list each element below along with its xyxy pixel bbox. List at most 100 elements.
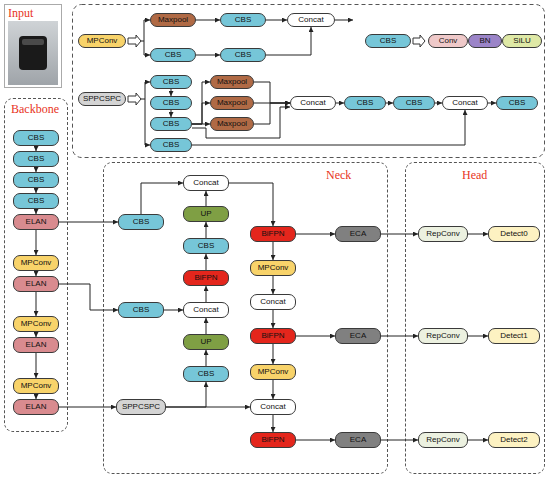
flow-arrow: [206, 254, 207, 270]
mpconv-block: MPConv: [13, 378, 59, 394]
block-label: BiFPN: [194, 274, 217, 282]
flow-arrow: [336, 103, 344, 104]
repconv-block: RepConv: [418, 432, 468, 448]
block-label: CBS: [28, 134, 44, 142]
flow-arrow: [166, 407, 250, 408]
cbs-block: CBS: [365, 34, 411, 48]
cbs-block: CBS: [183, 238, 229, 254]
flow-arrow: [381, 336, 418, 337]
input-panel: Input: [4, 4, 62, 88]
flow-arrow: [435, 103, 442, 104]
cbs-block: CBS: [150, 117, 192, 131]
block-label: ELAN: [26, 280, 47, 288]
flow-arrow: [59, 222, 118, 223]
flow-arrow: [36, 188, 37, 193]
flow-arrow: [192, 82, 210, 124]
block-label: CBS: [163, 120, 179, 128]
group-frame: BackboneCBSCBSCBSCBSELANMPConvELANMPConv…: [4, 98, 68, 432]
flow-arrow: [192, 110, 465, 145]
block-label: BiFPN: [261, 436, 284, 444]
elan-block: ELAN: [13, 337, 59, 353]
cbs-block: CBS: [118, 214, 164, 230]
block-label: Detect0: [500, 230, 528, 238]
silu-block: SiLU: [502, 34, 542, 48]
cbs-block: CBS: [118, 302, 164, 318]
group-title: Head: [462, 169, 487, 181]
block-label: RepConv: [426, 332, 459, 340]
input-photo: [8, 21, 58, 85]
block-label: CBS: [380, 37, 396, 45]
block-label: Maxpool: [217, 99, 247, 107]
block-label: CBS: [406, 99, 422, 107]
maxpool-block: Maxpool: [210, 75, 254, 89]
elan-block: ELAN: [13, 214, 59, 230]
block-label: SPPCSPC: [122, 403, 160, 411]
mpconv-block: MPConv: [13, 255, 59, 271]
block-label: BN: [479, 37, 490, 45]
cbs-block: CBS: [150, 96, 192, 110]
group-frame: HeadRepConvDetect0RepConvDetect1RepConvD…: [405, 162, 545, 474]
mpconv-block: MPConv: [78, 34, 126, 48]
block-label: CBS: [133, 218, 149, 226]
flow-arrow: [468, 234, 488, 235]
upsample-block: UP: [183, 334, 229, 350]
cbs-block: CBS: [13, 130, 59, 146]
flow-arrow: [36, 230, 37, 255]
block-label: Maxpool: [217, 78, 247, 86]
branch-line: [144, 20, 145, 55]
maxpool-block: Maxpool: [210, 96, 254, 110]
flow-arrow: [59, 407, 116, 408]
block-label: MPConv: [258, 368, 289, 376]
flow-arrow: [171, 89, 172, 96]
sppcspc-block: SPPCSPC: [116, 399, 166, 415]
block-label: UP: [200, 338, 211, 346]
maxpool-block: Maxpool: [210, 117, 254, 131]
flow-arrow: [196, 55, 220, 56]
cbs-block: CBS: [150, 48, 196, 62]
concat-block: Concat: [183, 302, 229, 318]
bifpn-block: BiFPN: [250, 328, 296, 344]
flow-arrow: [206, 191, 207, 206]
cbs-block: CBS: [220, 13, 266, 27]
block-label: CBS: [198, 242, 214, 250]
block-label: ECA: [350, 332, 366, 340]
module-legend-frame: [73, 5, 545, 158]
block-label: Detect1: [500, 332, 528, 340]
flow-arrow: [36, 271, 37, 276]
cbs-block: CBS: [150, 138, 192, 152]
branch-line: [145, 82, 146, 145]
block-label: Concat: [260, 403, 285, 411]
block-label: ELAN: [26, 341, 47, 349]
flow-arrow: [36, 292, 37, 316]
flow-arrow: [36, 353, 37, 378]
branch-line: [141, 99, 145, 100]
block-label: CBS: [357, 99, 373, 107]
block-label: BiFPN: [261, 230, 284, 238]
block-label: MPConv: [87, 37, 118, 45]
elan-block: ELAN: [13, 399, 59, 415]
cbs-block: CBS: [344, 96, 386, 110]
flow-arrow: [296, 234, 335, 235]
mpconv-block: MPConv: [13, 316, 59, 332]
block-label: MPConv: [21, 259, 52, 267]
concat-block: Concat: [250, 399, 296, 415]
block-label: ELAN: [26, 403, 47, 411]
cbs-block: CBS: [13, 151, 59, 167]
concat-block: Concat: [290, 96, 336, 110]
hollow-arrow: [128, 35, 141, 47]
flow-arrow: [192, 107, 290, 138]
repconv-block: RepConv: [418, 328, 468, 344]
maxpool-block: Maxpool: [150, 13, 196, 27]
flow-arrow: [273, 276, 274, 294]
block-label: ECA: [350, 436, 366, 444]
photo-object: [19, 36, 47, 70]
flow-arrow: [206, 350, 207, 366]
cbs-block: CBS: [496, 96, 538, 110]
concat-block: Concat: [287, 13, 335, 27]
upsample-block: UP: [183, 206, 229, 222]
detect-block: Detect1: [488, 328, 540, 344]
flow-arrow: [296, 336, 335, 337]
block-label: SiLU: [513, 37, 530, 45]
